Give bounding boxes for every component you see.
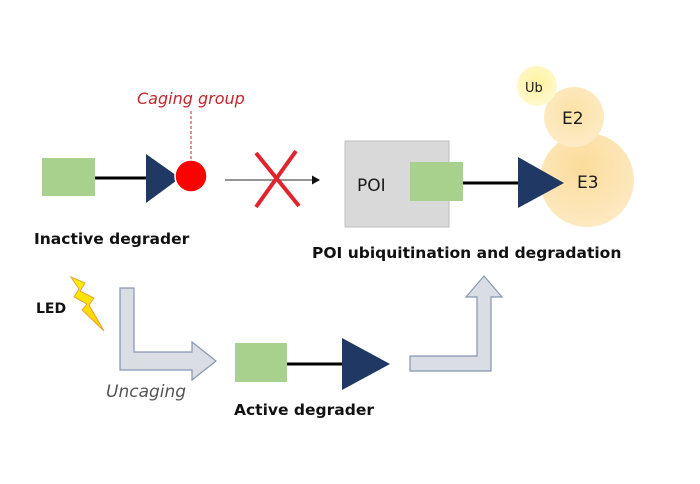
e2-enzyme-circle <box>544 87 604 147</box>
inactive-degrader-label: Inactive degrader <box>34 230 190 248</box>
cross-icon-stroke-2 <box>254 149 298 209</box>
e3-label: E3 <box>577 173 599 193</box>
ternary-complex: POI Ub E2 E3 <box>344 66 634 228</box>
e2-label: E2 <box>562 109 584 129</box>
poi-ubiquitination-label: POI ubiquitination and degradation <box>312 244 621 262</box>
lightning-bolt-icon <box>69 275 105 332</box>
ubiquitin-circle <box>517 66 557 106</box>
active-degrader-label: Active degrader <box>234 401 374 419</box>
caging-group-circle <box>174 159 208 193</box>
active-ligand-block <box>235 343 287 382</box>
inactive-degrader <box>42 154 208 203</box>
poi-label: POI <box>357 176 386 196</box>
e3-ligase-circle <box>540 133 634 227</box>
uncaging-arrow <box>119 287 217 382</box>
binding-arrow <box>409 275 504 372</box>
blocked-arrow <box>225 149 320 209</box>
caging-group-label: Caging group <box>137 89 245 108</box>
bound-ligand-block <box>410 162 463 201</box>
blocked-arrow-head <box>312 175 320 185</box>
ligand-block <box>42 158 95 196</box>
uncaging-label: Uncaging <box>106 382 186 402</box>
e3-binder-triangle <box>146 154 180 203</box>
bound-e3-binder-triangle <box>518 157 564 208</box>
active-degrader <box>235 338 390 390</box>
led-label: LED <box>36 301 66 317</box>
ub-label: Ub <box>525 81 543 96</box>
active-e3-binder-triangle <box>342 338 390 390</box>
